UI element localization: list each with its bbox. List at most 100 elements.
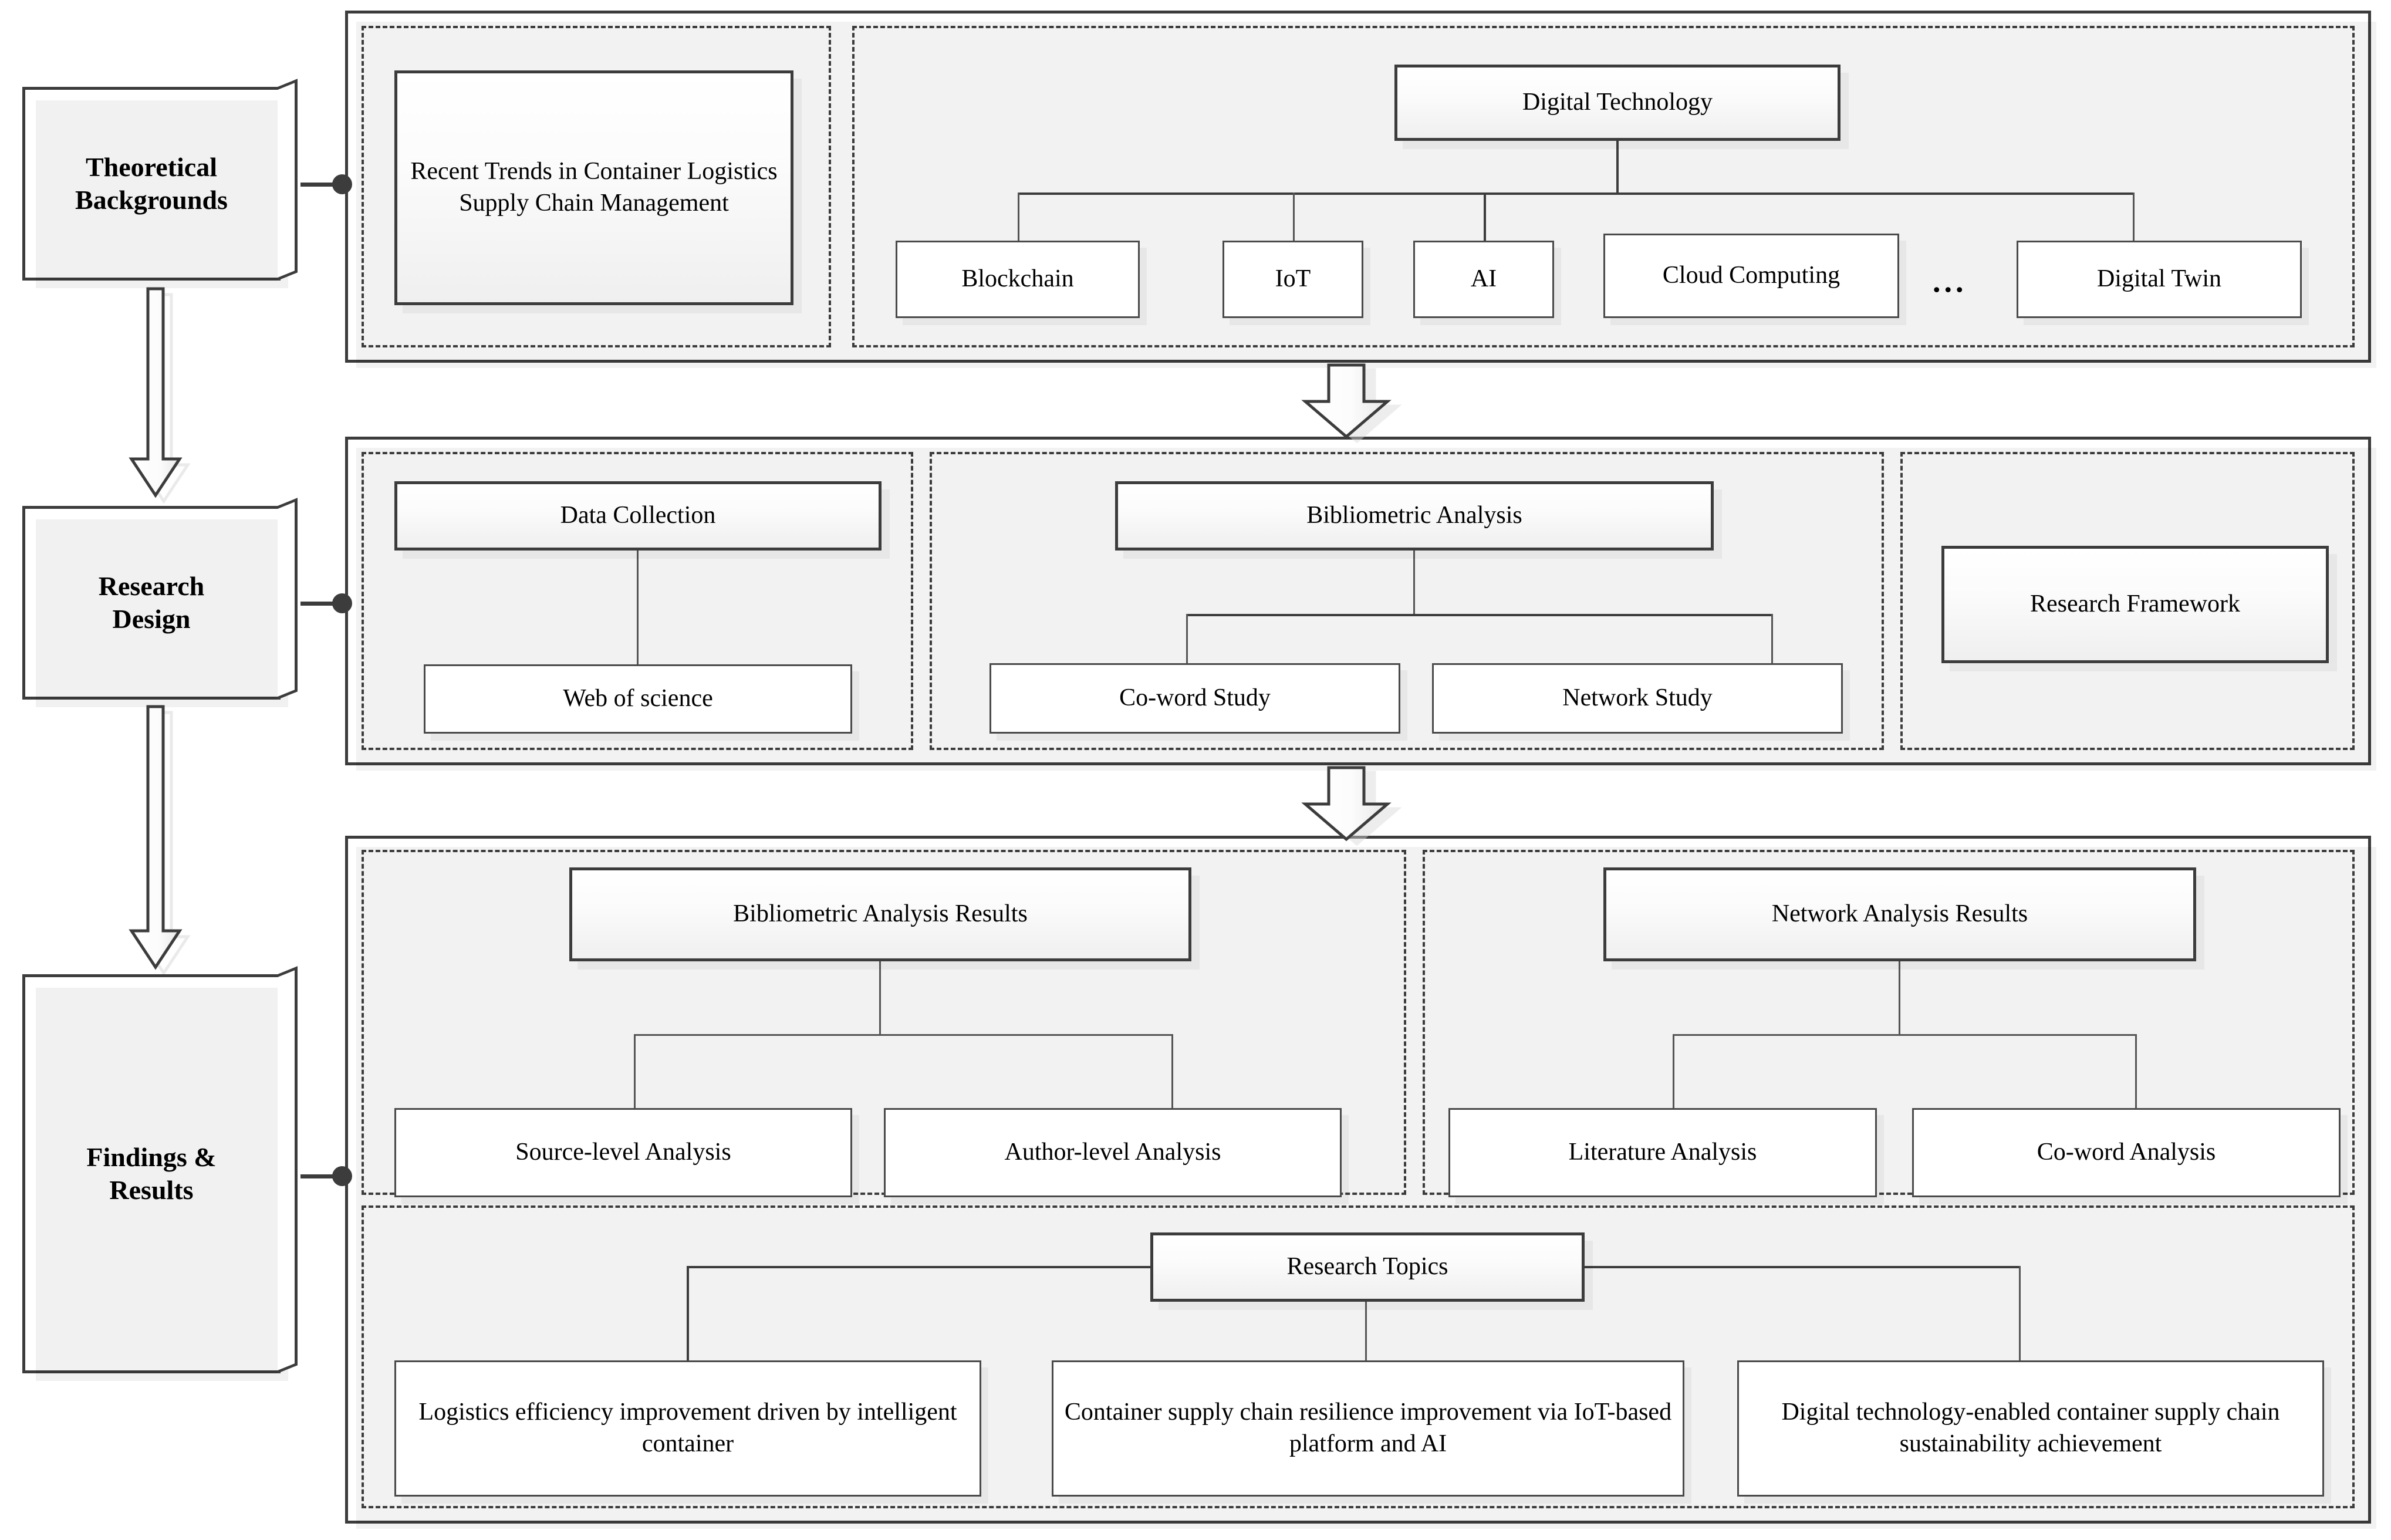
node-label-literature-analysis: Literature Analysis bbox=[1568, 1139, 1757, 1166]
tree-line-nar-bus bbox=[1673, 1034, 2136, 1036]
stage-box-research-design[interactable]: Research Design bbox=[22, 498, 298, 707]
node-label-bibliometric-analysis-results: Bibliometric Analysis Results bbox=[733, 900, 1028, 928]
tree-line-dt-to-ai bbox=[1484, 192, 1486, 242]
connector-stage2-to-panel bbox=[300, 602, 347, 606]
node-label-topic-logistics-efficiency: Logistics efficiency improvement driven … bbox=[418, 1399, 957, 1457]
node-label-blockchain: Blockchain bbox=[961, 265, 1074, 293]
connector-dot-row2 bbox=[332, 593, 352, 613]
row1-right-subpanel bbox=[852, 26, 2355, 347]
node-label-topic-sustainability-achievement: Digital technology-enabled container sup… bbox=[1781, 1399, 2280, 1457]
node-bibliometric-analysis[interactable]: Bibliometric Analysis bbox=[1115, 481, 1714, 551]
node-web-of-science[interactable]: Web of science bbox=[424, 664, 852, 734]
row2-middle-subpanel bbox=[930, 452, 1884, 750]
stage-box-theoretical-backgrounds[interactable]: Theoretical Backgrounds bbox=[22, 79, 298, 288]
tree-line-rt-bus-right bbox=[1581, 1266, 2020, 1268]
tree-line-dt-to-digital-twin bbox=[2133, 192, 2135, 242]
down-block-arrow-stage1-stage2 bbox=[123, 287, 191, 504]
node-topic-logistics-efficiency[interactable]: Logistics efficiency improvement driven … bbox=[394, 1360, 981, 1497]
node-label-network-study: Network Study bbox=[1562, 684, 1713, 712]
node-digital-technology[interactable]: Digital Technology bbox=[1394, 65, 1840, 141]
stage-shadow bbox=[36, 988, 288, 1381]
node-cloud-computing[interactable]: Cloud Computing bbox=[1603, 234, 1899, 318]
node-label-ai: AI bbox=[1470, 265, 1497, 293]
node-label-research-framework: Research Framework bbox=[2029, 590, 2241, 618]
node-label-digital-twin: Digital Twin bbox=[2096, 265, 2222, 293]
stage-3d-right-face bbox=[278, 966, 298, 1373]
tree-line-bar-bus bbox=[634, 1034, 1173, 1036]
stage-shadow bbox=[36, 519, 288, 707]
node-label-co-word-study: Co-word Study bbox=[1119, 684, 1271, 712]
tree-line-nar-to-literature bbox=[1673, 1034, 1674, 1109]
tree-line-data-collection-to-wos bbox=[637, 551, 639, 666]
tree-line-nar-to-coword bbox=[2135, 1034, 2137, 1109]
tree-line-ba-bus bbox=[1186, 614, 1773, 616]
node-data-collection[interactable]: Data Collection bbox=[394, 481, 882, 551]
tree-line-rt-to-topic3 bbox=[2019, 1266, 2021, 1361]
down-block-arrow-row2-row3 bbox=[1301, 766, 1402, 846]
node-label-data-collection: Data Collection bbox=[560, 502, 716, 529]
node-label-cloud-computing: Cloud Computing bbox=[1662, 262, 1840, 289]
node-label-network-analysis-results: Network Analysis Results bbox=[1771, 900, 2028, 928]
connector-stage3-to-panel bbox=[300, 1174, 347, 1178]
node-label-source-level-analysis: Source-level Analysis bbox=[515, 1139, 731, 1166]
node-label-topic-resilience-improvement: Container supply chain resilience improv… bbox=[1064, 1399, 1672, 1457]
node-label-co-word-analysis: Co-word Analysis bbox=[2037, 1139, 2216, 1166]
connector-dot-row3 bbox=[332, 1166, 352, 1186]
connector-dot-row1 bbox=[332, 174, 352, 194]
node-research-framework[interactable]: Research Framework bbox=[1941, 546, 2329, 663]
node-topic-resilience-improvement[interactable]: Container supply chain resilience improv… bbox=[1052, 1360, 1684, 1497]
tree-line-bar-to-source bbox=[634, 1034, 636, 1109]
tree-line-bar-stem bbox=[879, 961, 881, 1035]
node-research-topics[interactable]: Research Topics bbox=[1150, 1232, 1585, 1302]
tree-line-ba-to-network bbox=[1771, 614, 1773, 664]
tree-line-dt-bus bbox=[1018, 192, 2133, 195]
node-co-word-study[interactable]: Co-word Study bbox=[990, 663, 1400, 734]
tree-line-dt-to-blockchain bbox=[1018, 192, 1019, 242]
node-topic-sustainability-achievement[interactable]: Digital technology-enabled container sup… bbox=[1737, 1360, 2324, 1497]
node-label-bibliometric-analysis: Bibliometric Analysis bbox=[1306, 502, 1522, 529]
node-label-recent-trends: Recent Trends in Container Logistics Sup… bbox=[410, 158, 778, 217]
node-co-word-analysis[interactable]: Co-word Analysis bbox=[1912, 1108, 2341, 1197]
node-label-iot: IoT bbox=[1275, 265, 1311, 293]
stage-label-research-design: Research Design bbox=[98, 570, 205, 634]
node-network-analysis-results[interactable]: Network Analysis Results bbox=[1603, 867, 2196, 961]
down-block-arrow-stage2-stage3 bbox=[123, 705, 191, 976]
node-label-web-of-science: Web of science bbox=[563, 685, 713, 712]
stage-label-findings-results: Findings & Results bbox=[86, 1142, 217, 1205]
node-iot[interactable]: IoT bbox=[1222, 241, 1363, 318]
node-label-digital-technology: Digital Technology bbox=[1522, 89, 1713, 116]
node-label-research-topics: Research Topics bbox=[1286, 1253, 1448, 1281]
tree-line-rt-bus-left bbox=[687, 1266, 1154, 1268]
tree-line-dt-to-iot bbox=[1293, 192, 1295, 242]
row2-left-subpanel bbox=[362, 452, 913, 750]
node-blockchain[interactable]: Blockchain bbox=[896, 241, 1140, 318]
stage-shadow bbox=[36, 100, 288, 288]
tree-line-nar-stem bbox=[1899, 961, 1900, 1035]
node-author-level-analysis[interactable]: Author-level Analysis bbox=[884, 1108, 1342, 1197]
stage-3d-right-face bbox=[278, 79, 298, 281]
node-source-level-analysis[interactable]: Source-level Analysis bbox=[394, 1108, 852, 1197]
tree-line-rt-to-topic2 bbox=[1365, 1302, 1367, 1361]
tree-line-ba-stem bbox=[1413, 551, 1415, 615]
node-recent-trends[interactable]: Recent Trends in Container Logistics Sup… bbox=[394, 70, 793, 305]
stage-box-findings-results[interactable]: Findings & Results bbox=[22, 966, 298, 1381]
node-digital-twin[interactable]: Digital Twin bbox=[2017, 241, 2302, 318]
stage-label-theoretical-backgrounds: Theoretical Backgrounds bbox=[75, 151, 228, 215]
tree-line-rt-to-topic1 bbox=[687, 1266, 689, 1361]
tree-line-bar-to-author bbox=[1171, 1034, 1173, 1109]
node-label-author-level-analysis: Author-level Analysis bbox=[1004, 1139, 1221, 1166]
row3-bottom-subpanel bbox=[362, 1205, 2355, 1508]
connector-stage1-to-panel bbox=[300, 183, 347, 187]
node-bibliometric-analysis-results[interactable]: Bibliometric Analysis Results bbox=[569, 867, 1191, 961]
node-ai[interactable]: AI bbox=[1413, 241, 1554, 318]
ellipsis-more-technologies: ... bbox=[1933, 264, 1967, 299]
tree-line-ba-to-coword bbox=[1186, 614, 1188, 664]
node-literature-analysis[interactable]: Literature Analysis bbox=[1448, 1108, 1877, 1197]
row3-right-subpanel bbox=[1423, 850, 2355, 1195]
tree-line-dt-stem bbox=[1616, 141, 1619, 194]
down-block-arrow-row1-row2 bbox=[1301, 363, 1402, 444]
row2-right-subpanel bbox=[1900, 452, 2355, 750]
node-network-study[interactable]: Network Study bbox=[1432, 663, 1843, 734]
stage-3d-right-face bbox=[278, 498, 298, 700]
